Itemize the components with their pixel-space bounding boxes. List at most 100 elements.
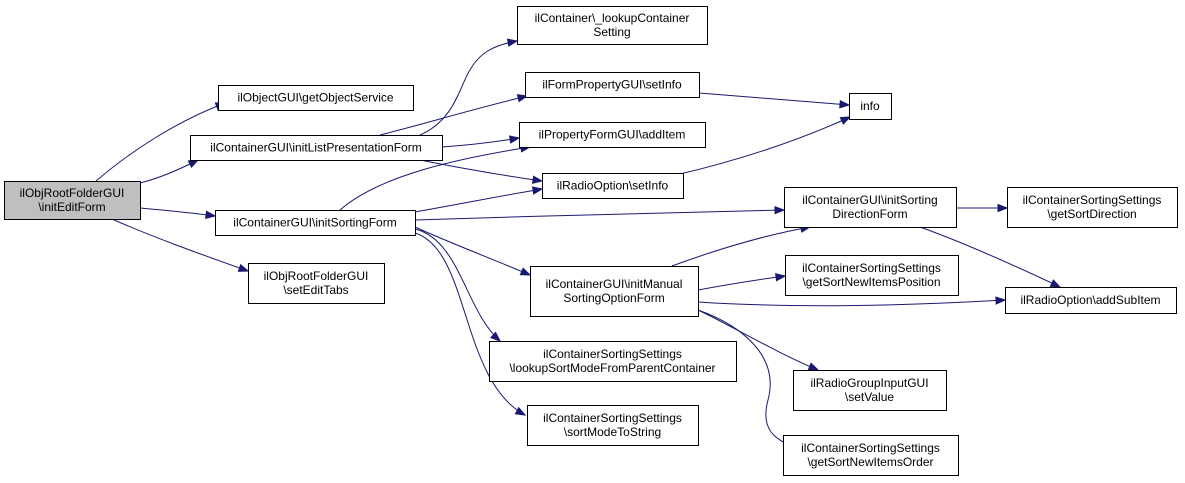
node-initSortingForm[interactable]: ilContainerGUI\initSortingForm [215,210,416,236]
node-info[interactable]: info [849,93,892,120]
node-label: \sortModeToString [564,425,661,439]
edge-initManual-to-setValue [697,309,820,371]
node-label: ilContainerSortingSettings [801,441,940,455]
node-setEditTabs[interactable]: ilObjRootFolderGUI\setEditTabs [248,263,385,304]
node-initListPresentationForm[interactable]: ilContainerGUI\initListPresentationForm [190,135,443,161]
node-label: \getSortNewItemsOrder [807,455,933,469]
edge-initListPresentationForm-to-lookupContainerSetting [419,38,519,136]
edge-initListPresentationForm-to-setInfoForm [379,94,529,136]
edge-initSortingDirection-to-addSubItem [919,226,1062,288]
edge-line [697,299,1006,307]
edge-initManual-to-getSortNewItemsPosition [697,273,787,291]
arrowhead-icon [997,203,1009,213]
node-lookupSortMode[interactable]: ilContainerSortingSettings\lookupSortMod… [489,341,737,382]
node-box [1007,187,1178,228]
node-box [215,210,416,236]
node-setValue[interactable]: ilRadioGroupInputGUI\setValue [793,370,947,411]
edge-initManual-to-addSubItem [697,296,1007,307]
node-box [784,187,957,228]
node-box [248,263,385,304]
arrowhead-icon [519,267,532,276]
edge-line [698,92,850,106]
node-label: ilContainerSortingSettings [543,347,682,361]
edge-initSortingForm-to-lookupSortMode [414,228,502,342]
arrowhead-icon [839,100,851,109]
node-label: \setEditTabs [283,283,348,297]
node-label: ilObjRootFolderGUI [20,186,125,200]
node-setInfoRadio[interactable]: ilRadioOption\setInfo [542,173,684,199]
node-box [519,122,706,148]
edge-line [414,188,543,213]
node-label: \getSortNewItemsPosition [802,275,940,289]
node-setInfoForm[interactable]: ilFormPropertyGUI\setInfo [525,72,700,98]
node-box [849,93,892,120]
edge-setInfoRadio-to-info [679,116,852,175]
edge-initSortingForm-to-initManual [414,226,532,276]
node-initManual[interactable]: ilContainerGUI\initManualSortingOptionFo… [530,266,699,317]
node-box [542,173,684,199]
edge-line [697,309,819,371]
edge-root-to-initListPresentationForm [139,159,200,184]
edge-line [379,95,528,136]
edge-initSortingDirection-to-getSortDirection [955,203,1009,213]
node-label: ilContainerGUI\initSorting [802,193,937,207]
edge-line [414,226,531,276]
arrowhead-icon [775,273,787,282]
node-label: \initEditForm [38,200,105,214]
node-box [785,255,959,296]
node-box [527,405,699,446]
node-label: ilContainerGUI\initManual [546,277,683,291]
arrowhead-icon [774,205,786,215]
node-label: ilRadioOption\setInfo [557,179,669,193]
node-label: DirectionForm [832,207,907,221]
node-sortModeToString[interactable]: ilContainerSortingSettings\sortModeToStr… [527,405,699,446]
node-label: ilContainerSortingSettings [1023,193,1162,207]
node-label: ilObjectGUI\getObjectService [237,91,393,105]
node-addItem[interactable]: ilPropertyFormGUI\addItem [519,122,706,148]
node-getSortNewItemsOrder[interactable]: ilContainerSortingSettings\getSortNewIte… [783,435,959,476]
edge-setInfoForm-to-info [698,92,851,109]
arrowhead-icon [839,116,852,125]
node-getSortNewItemsPosition[interactable]: ilContainerSortingSettings\getSortNewIte… [785,255,959,296]
edge-line [679,116,851,175]
node-label: ilRadioOption\addSubItem [1020,293,1160,307]
edge-line [697,275,786,291]
edge-line [139,207,216,217]
arrowhead-icon [205,210,217,219]
edge-line [414,232,526,416]
arrowhead-icon [531,175,544,184]
arrowhead-icon [508,135,521,144]
node-addSubItem[interactable]: ilRadioOption\addSubItem [1005,287,1177,314]
edge-line [339,146,531,211]
arrowhead-icon [531,186,544,195]
node-box [783,435,959,476]
edge-initListPresentationForm-to-setInfoRadio [419,159,544,184]
edge-line [919,226,1061,288]
edge-line [414,228,501,342]
node-label: ilPropertyFormGUI\addItem [539,128,686,142]
arrowhead-icon [995,296,1007,305]
node-label: Setting [593,25,630,39]
node-label: ilContainerSortingSettings [802,261,941,275]
node-box [4,181,141,220]
edge-line [111,218,249,272]
node-getObjectService[interactable]: ilObjectGUI\getObjectService [218,85,414,111]
node-box [190,135,443,161]
node-label: ilContainerGUI\initSortingForm [233,216,396,230]
node-label: \setValue [845,390,894,404]
node-label: ilContainer\_lookupContainer [535,11,690,25]
node-label: \lookupSortModeFromParentContainer [509,361,715,375]
arrowhead-icon [807,362,820,371]
node-label: ilContainerGUI\initListPresentationForm [210,141,421,155]
graph-nodes: ilObjRootFolderGUI\initEditFormilObjectG… [4,6,1178,476]
node-getSortDirection[interactable]: ilContainerSortingSettings\getSortDirect… [1007,187,1178,228]
node-label: ilObjRootFolderGUI [264,269,369,283]
node-box [793,370,947,411]
node-root[interactable]: ilObjRootFolderGUI\initEditForm [4,181,141,220]
arrowhead-icon [516,94,529,103]
edge-line [441,137,520,148]
edge-root-to-initSortingForm [139,207,217,219]
edge-root-to-setEditTabs [111,218,250,272]
